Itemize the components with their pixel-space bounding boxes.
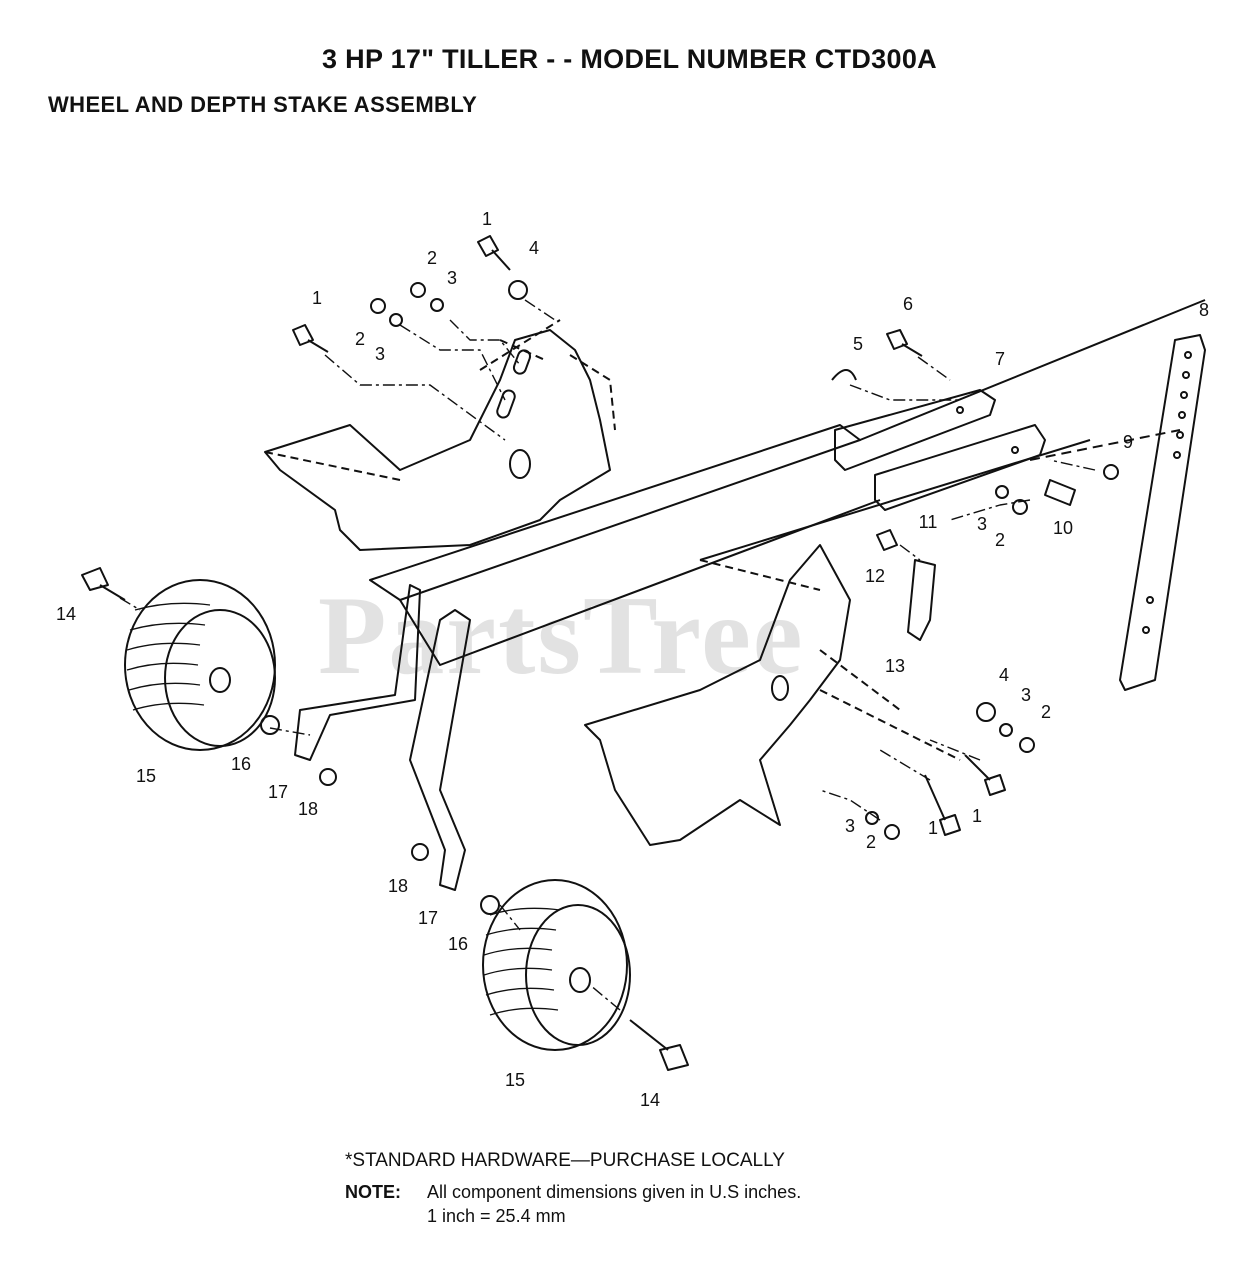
pin-5 — [831, 369, 857, 381]
bracket-11 — [874, 424, 1046, 511]
lower-housing-frame — [584, 544, 851, 846]
nut-2-bottom — [884, 824, 900, 840]
diagram-subtitle: WHEEL AND DEPTH STAKE ASSEMBLY — [48, 92, 478, 117]
washer-4-lower — [976, 702, 996, 722]
callout-label: 15 — [505, 1070, 525, 1090]
callout-label: 2 — [995, 530, 1005, 550]
callout-label: 5 — [853, 334, 863, 354]
nut-18-left — [319, 768, 337, 786]
beam-outline — [859, 299, 1206, 441]
bracket-hole — [956, 406, 964, 414]
callout-label: 2 — [1041, 702, 1051, 722]
washer-16-left — [260, 715, 280, 735]
washer-3-top — [430, 298, 444, 312]
bolt-10 — [1044, 479, 1076, 506]
callout-label: 7 — [995, 349, 1005, 369]
nut-2-left — [370, 298, 386, 314]
callout-labels: 1 4 2 3 1 2 3 6 5 7 8 9 11 3 2 10 12 13 … — [56, 209, 1209, 1110]
callout-label: 3 — [447, 268, 457, 288]
bolt-6 — [886, 329, 923, 357]
bolt-1-left — [292, 324, 329, 353]
housing-slot — [496, 389, 516, 419]
note-label: NOTE: — [345, 1182, 401, 1202]
wheel-right-hub — [569, 967, 591, 993]
callout-label: 18 — [388, 876, 408, 896]
nut-2-lower — [1019, 737, 1035, 753]
nut-2-mid — [1012, 499, 1028, 515]
housing-dashed-outline — [264, 319, 616, 481]
leader-lines — [119, 299, 1096, 1011]
diagram-title: 3 HP 17" TILLER - - MODEL NUMBER CTD300A — [322, 44, 937, 74]
bolt-12 — [876, 529, 898, 551]
bolt-14-left — [81, 567, 126, 601]
callout-label: 1 — [928, 818, 938, 838]
callout-label: 17 — [418, 908, 438, 928]
callout-label: 14 — [56, 604, 76, 624]
nut-18-right — [411, 843, 429, 861]
wheel-right-tread — [482, 879, 628, 1051]
washer-3-lower — [999, 723, 1013, 737]
nut-9 — [1103, 464, 1119, 480]
callout-label: 13 — [885, 656, 905, 676]
main-axle-tube-lower — [399, 499, 881, 666]
wheel-left-side — [164, 609, 276, 747]
callout-label: 15 — [136, 766, 156, 786]
bolt-14-right — [629, 1019, 689, 1071]
callout-label: 4 — [999, 665, 1009, 685]
lower-housing-port — [771, 675, 789, 701]
wheel-left-tread-lines — [126, 602, 211, 711]
callout-label: 12 — [865, 566, 885, 586]
bracket-hole-2 — [1011, 446, 1019, 454]
washer-4-top — [508, 280, 528, 300]
callout-label: 1 — [312, 288, 322, 308]
callout-label: 3 — [845, 816, 855, 836]
callout-label: 17 — [268, 782, 288, 802]
latch-bracket-13 — [907, 559, 936, 641]
bolt-1-lower-b — [964, 754, 1006, 796]
callout-label: 11 — [919, 512, 938, 532]
washer-3-left — [389, 313, 403, 327]
watermark-logo: PartsTree — [318, 574, 805, 698]
callout-label: 3 — [977, 514, 987, 534]
wheel-right-tread-lines — [483, 907, 561, 1016]
standard-hardware-note: *STANDARD HARDWARE—PURCHASE LOCALLY — [345, 1150, 785, 1171]
wheel-right-side — [525, 904, 631, 1046]
callout-label: 16 — [231, 754, 251, 774]
callout-label: 16 — [448, 934, 468, 954]
depth-stake — [1119, 334, 1206, 691]
bracket-7 — [834, 389, 996, 471]
wheel-arm-left — [294, 584, 421, 761]
callout-label: 10 — [1053, 518, 1073, 538]
callout-label: 8 — [1199, 300, 1209, 320]
callout-label: 3 — [1021, 685, 1031, 705]
callout-label: 2 — [866, 832, 876, 852]
callout-label: 18 — [298, 799, 318, 819]
callout-label: 2 — [355, 329, 365, 349]
nut-2-top — [410, 282, 426, 298]
upper-housing-frame — [264, 329, 611, 551]
lower-housing-dashed — [699, 559, 961, 761]
note-text: All component dimensions given in U.S in… — [427, 1182, 802, 1202]
wheel-left-hub — [209, 667, 231, 693]
housing-port — [509, 449, 531, 479]
bolt-1-top — [477, 235, 511, 271]
beam-dashed — [1029, 429, 1181, 461]
bolt-1-lower-a — [924, 774, 961, 836]
callout-label: 3 — [375, 344, 385, 364]
washer-16-right — [480, 895, 500, 915]
unit-conversion: 1 inch = 25.4 mm — [427, 1206, 566, 1226]
wheel-arm-right — [409, 609, 471, 891]
callout-label: 1 — [482, 209, 492, 229]
callout-label: 1 — [972, 806, 982, 826]
callout-label: 14 — [640, 1090, 660, 1110]
dimension-note: NOTE: All component dimensions given in U… — [345, 1182, 801, 1203]
housing-slot-2 — [512, 349, 532, 375]
callout-label: 9 — [1123, 432, 1133, 452]
callout-label: 2 — [427, 248, 437, 268]
callout-label: 4 — [529, 238, 539, 258]
callout-label: 6 — [903, 294, 913, 314]
washer-3-mid — [995, 485, 1009, 499]
